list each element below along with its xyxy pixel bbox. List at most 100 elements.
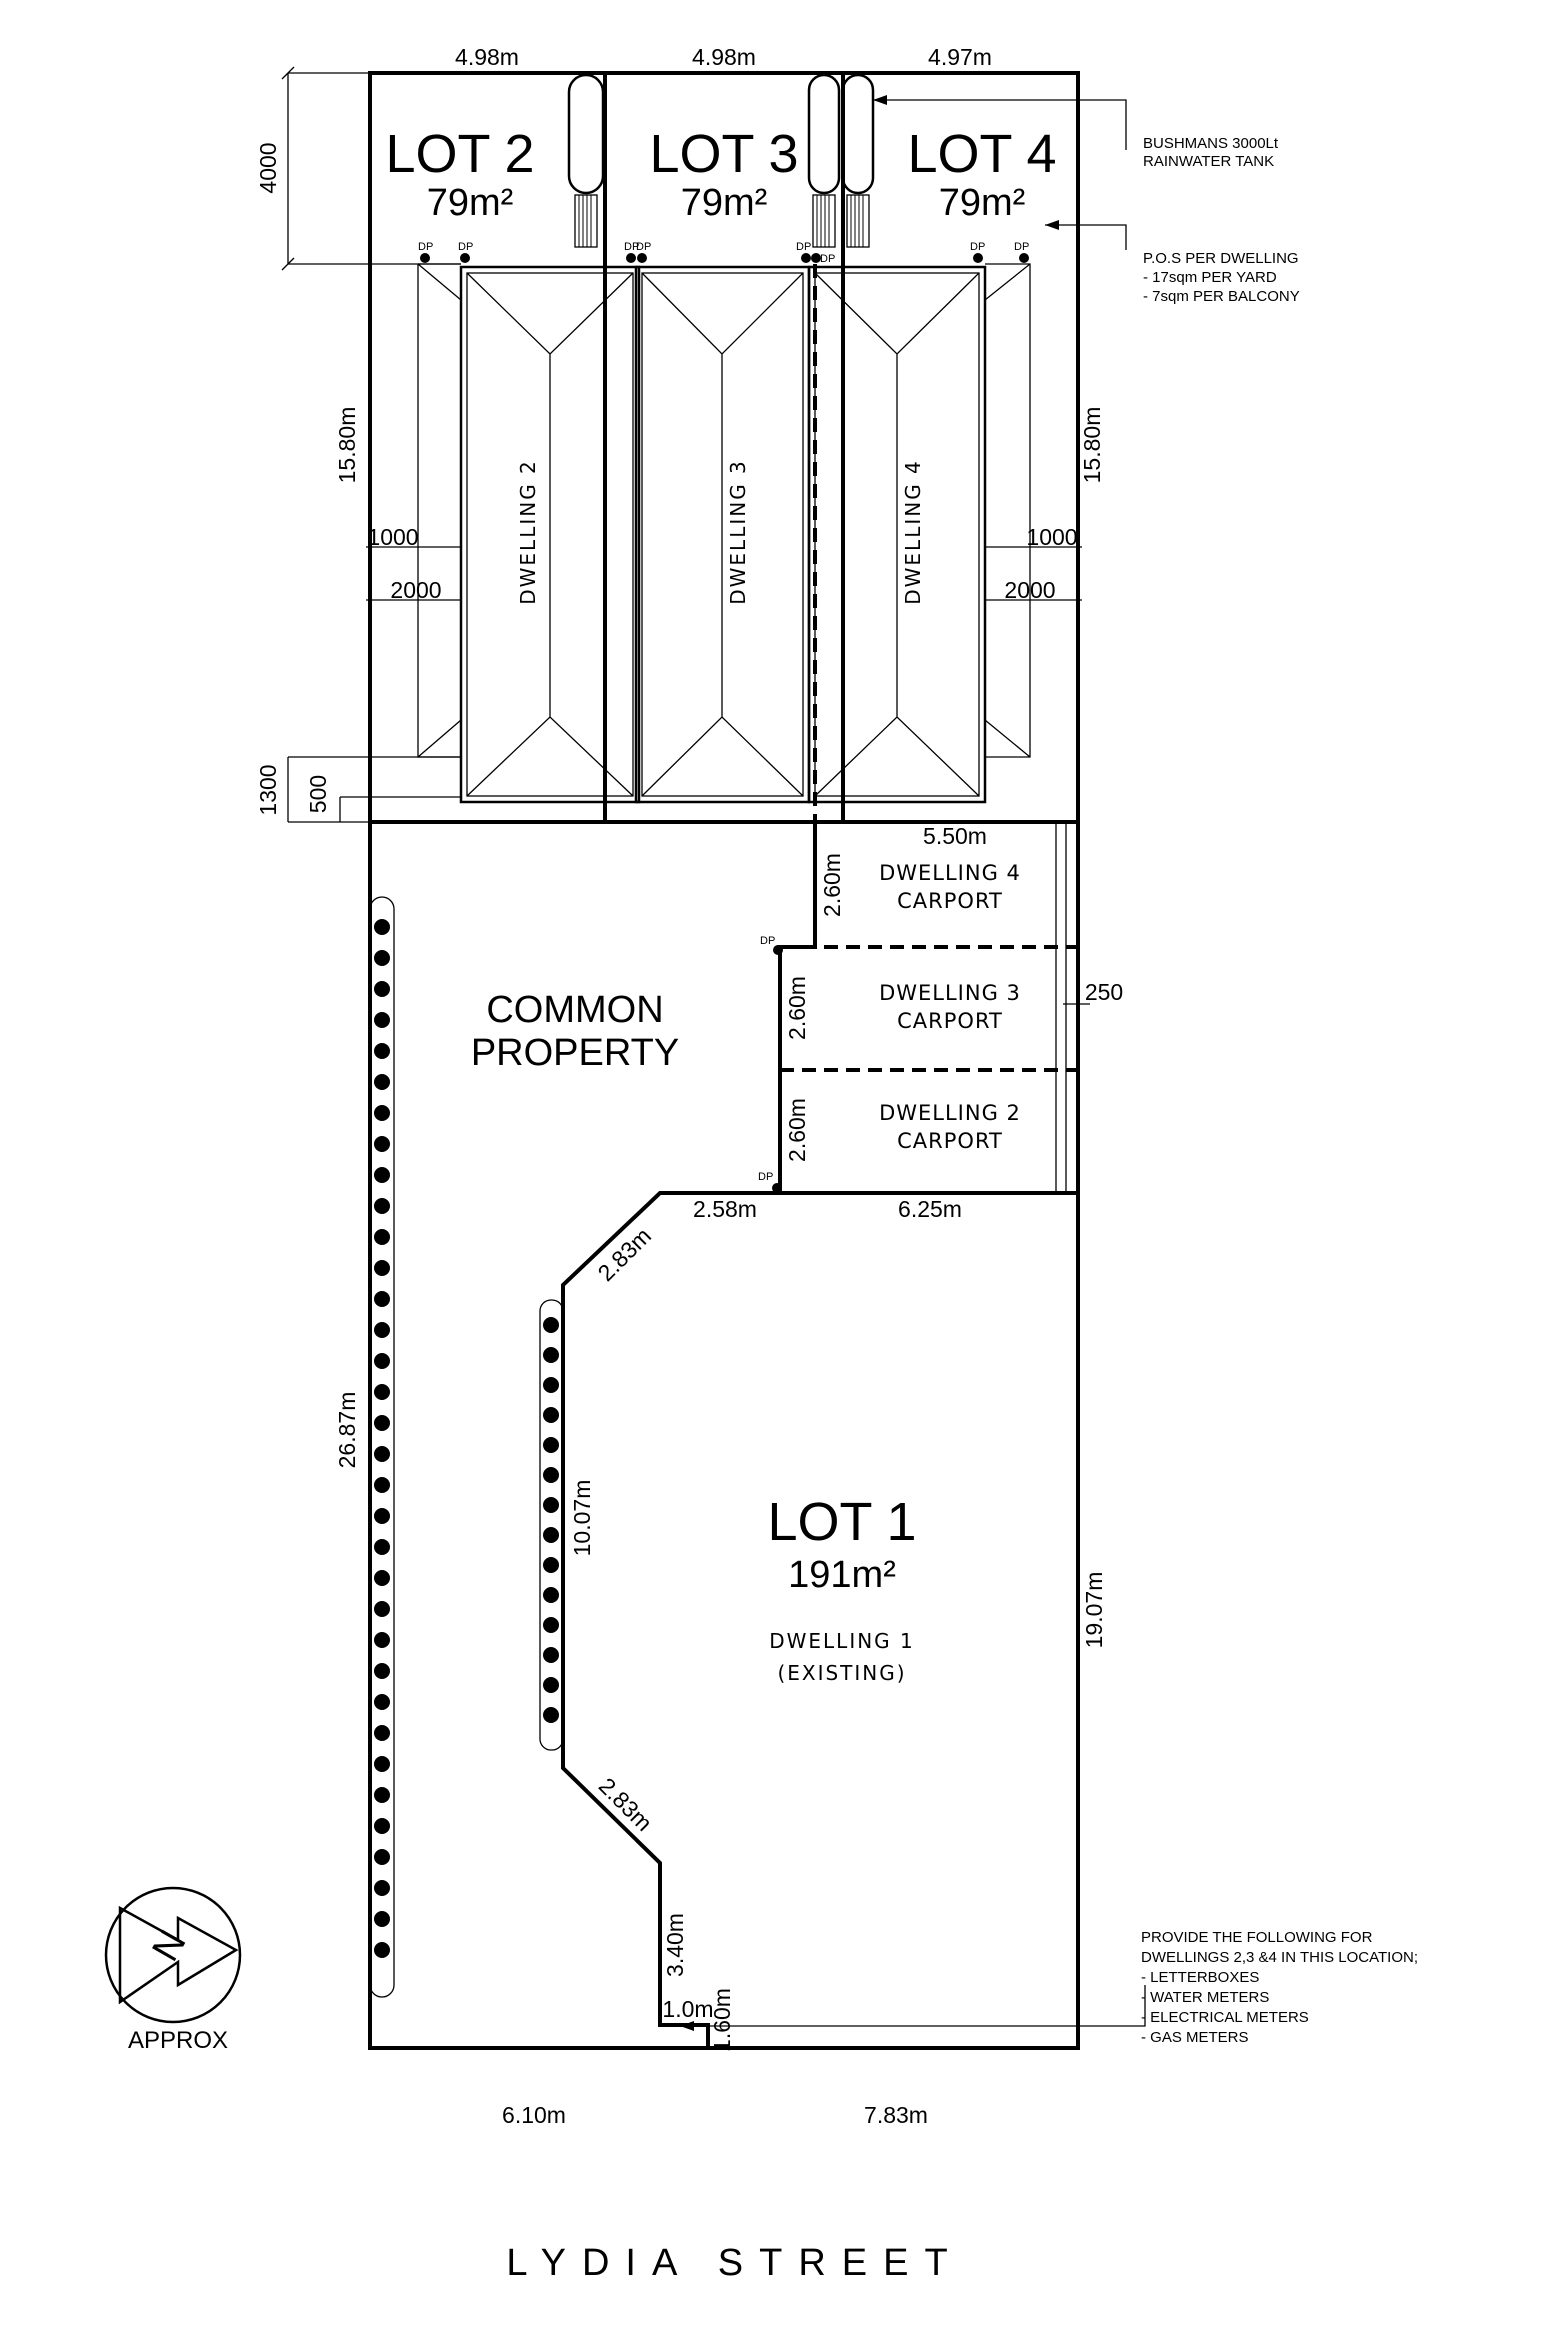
hedge-shrub — [374, 1725, 390, 1741]
carport2-line2: CARPORT — [897, 1129, 1003, 1153]
dim-2-58: 2.58m — [693, 1196, 757, 1222]
hedge-shrub — [374, 1539, 390, 1555]
hedge-shrub — [374, 1601, 390, 1617]
street-name: LYDIA STREET — [506, 2242, 963, 2284]
dim-10-07: 10.07m — [569, 1480, 595, 1557]
svg-text:DP: DP — [970, 241, 985, 253]
dim-1300: 1300 — [255, 764, 281, 815]
pos-note-line3: - 7sqm PER BALCONY — [1143, 288, 1300, 305]
hedge-shrub — [374, 1632, 390, 1648]
dim-4000: 4000 — [255, 142, 281, 193]
dwelling1-existing: (EXISTING) — [777, 1661, 906, 1685]
downpipe-labels: DP DP DP DP DP DP DP DP DP DP — [418, 241, 1029, 1183]
svg-text:DP: DP — [1014, 241, 1029, 253]
hedge-shrub — [374, 1043, 390, 1059]
hedge-shrub — [543, 1617, 559, 1633]
dwelling-3-outline — [634, 265, 811, 804]
hedge-shrub — [543, 1347, 559, 1363]
dimension-lines — [281, 66, 1146, 2027]
dim-right-2000: 2000 — [1004, 577, 1055, 603]
hedge-shrub — [374, 1291, 390, 1307]
svg-text:DP: DP — [796, 241, 811, 253]
hedge-shrub — [374, 1446, 390, 1462]
svg-text:- LETTERBOXES: - LETTERBOXES — [1141, 1969, 1259, 1986]
hedge-shrub — [543, 1467, 559, 1483]
hedge-shrub — [374, 1074, 390, 1090]
hedge-shrub — [543, 1557, 559, 1573]
carport4-line2: CARPORT — [897, 889, 1003, 913]
carport3-line1: DWELLING 3 — [879, 981, 1021, 1005]
common-property-line1: COMMON — [486, 989, 663, 1031]
dim-top-lot2: 4.98m — [455, 44, 519, 70]
svg-text:DP: DP — [758, 1171, 773, 1183]
hedge-left — [369, 896, 395, 1998]
svg-text:DP: DP — [760, 935, 775, 947]
dim-left-15-80: 15.80m — [334, 407, 360, 484]
dwelling4-label: DWELLING 4 — [901, 459, 925, 605]
svg-text:DP: DP — [418, 241, 433, 253]
dim-left-2000: 2000 — [390, 577, 441, 603]
svg-text:PROVIDE THE FOLLOWING FOR: PROVIDE THE FOLLOWING FOR — [1141, 1929, 1373, 1946]
hedge-shrub — [543, 1437, 559, 1453]
hedge-shrub — [543, 1527, 559, 1543]
dim-bottom-7-83: 7.83m — [864, 2102, 928, 2128]
dim-carport2-depth: 2.60m — [784, 1098, 810, 1162]
hedge-shrub — [374, 950, 390, 966]
hedge-shrub — [374, 1198, 390, 1214]
hedge-shrub — [374, 1942, 390, 1958]
common-property-line2: PROPERTY — [471, 1032, 679, 1074]
dim-carport3-depth: 2.60m — [784, 976, 810, 1040]
tank-hatching — [578, 195, 864, 247]
hedge-shrub — [374, 1694, 390, 1710]
carport4-line1: DWELLING 4 — [879, 861, 1021, 885]
hedge-shrub — [374, 1880, 390, 1896]
hedge-shrub — [374, 1229, 390, 1245]
provide-note: PROVIDE THE FOLLOWING FOR DWELLINGS 2,3 … — [1141, 1929, 1418, 2046]
lot2-area: 79m² — [427, 182, 514, 224]
svg-text:DP: DP — [636, 241, 651, 253]
lot4-area: 79m² — [939, 182, 1026, 224]
dim-1-0: 1.0m — [662, 1996, 713, 2022]
svg-text:DP: DP — [820, 253, 835, 265]
carport2-line1: DWELLING 2 — [879, 1101, 1021, 1125]
north-arrow-icon: N — [104, 1886, 242, 2024]
hedge-shrub — [543, 1377, 559, 1393]
dim-right-15-80: 15.80m — [1079, 407, 1105, 484]
lot4-label: LOT 4 — [907, 124, 1056, 184]
hedge-shrub — [543, 1587, 559, 1603]
hedge-inner — [539, 1299, 564, 1751]
hedge-shrub — [543, 1497, 559, 1513]
svg-text:N: N — [145, 1924, 195, 1969]
dim-26-87: 26.87m — [334, 1392, 360, 1469]
hedge-shrub — [374, 1787, 390, 1803]
tank-note-line2: RAINWATER TANK — [1143, 153, 1274, 170]
dim-right-1000: 1000 — [1026, 524, 1077, 550]
rainwater-tanks — [567, 73, 875, 248]
lot3-label: LOT 3 — [649, 124, 798, 184]
hedge-shrub — [374, 1353, 390, 1369]
dim-top-lot3: 4.98m — [692, 44, 756, 70]
lot1-area: 191m² — [788, 1554, 896, 1596]
dim-250: 250 — [1085, 979, 1123, 1005]
hedge-shrub — [543, 1407, 559, 1423]
hedge-shrub — [374, 1477, 390, 1493]
dim-500: 500 — [305, 775, 331, 813]
svg-text:- ELECTRICAL METERS: - ELECTRICAL METERS — [1141, 2009, 1309, 2026]
dim-bottom-6-10: 6.10m — [502, 2102, 566, 2128]
dim-left-1000: 1000 — [367, 524, 418, 550]
hedge-shrub — [374, 1136, 390, 1152]
hedge-shrub — [374, 1818, 390, 1834]
dim-diag-upper: 2.83m — [593, 1223, 657, 1287]
hedge-shrub — [374, 1012, 390, 1028]
downpipe-dots — [420, 253, 1029, 1193]
hedge-shrub — [374, 1508, 390, 1524]
carport3-line2: CARPORT — [897, 1009, 1003, 1033]
hedge-shrub — [374, 1105, 390, 1121]
dimension-arrows — [680, 95, 1059, 2031]
dim-19-07: 19.07m — [1081, 1572, 1107, 1649]
hedge-shrub — [374, 1415, 390, 1431]
hedge-shrub — [374, 1849, 390, 1865]
hedge-shrub — [543, 1317, 559, 1333]
lot3-area: 79m² — [681, 182, 768, 224]
hedge-shrub — [543, 1677, 559, 1693]
